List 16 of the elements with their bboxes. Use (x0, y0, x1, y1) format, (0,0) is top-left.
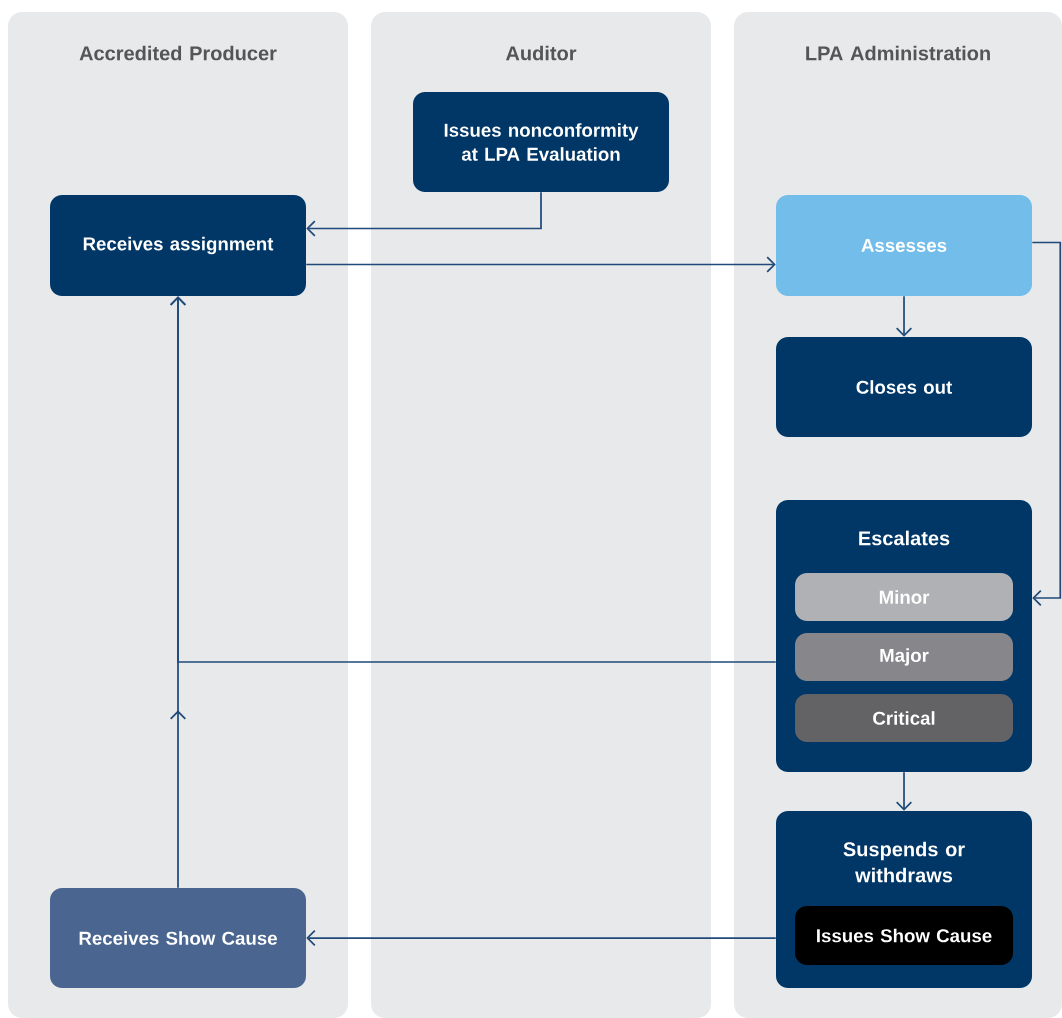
arrow (1031, 241, 1062, 607)
process-box: Major (795, 633, 1013, 681)
process-box: Receives assignment (50, 195, 306, 296)
arrow (895, 771, 913, 811)
arrow (895, 295, 913, 337)
process-box: Issues nonconformity at LPA Evaluation (413, 92, 669, 192)
process-box: Critical (795, 694, 1013, 742)
process-box: Minor (795, 573, 1013, 621)
process-box: Assesses (776, 195, 1032, 296)
process-box: Receives Show Cause (50, 888, 306, 988)
arrow (306, 191, 542, 237)
arrow (306, 929, 777, 947)
process-box: Issues Show Cause (795, 906, 1013, 965)
arrow (169, 296, 187, 889)
arrow (305, 256, 776, 273)
process-box: Closes out (776, 337, 1032, 437)
